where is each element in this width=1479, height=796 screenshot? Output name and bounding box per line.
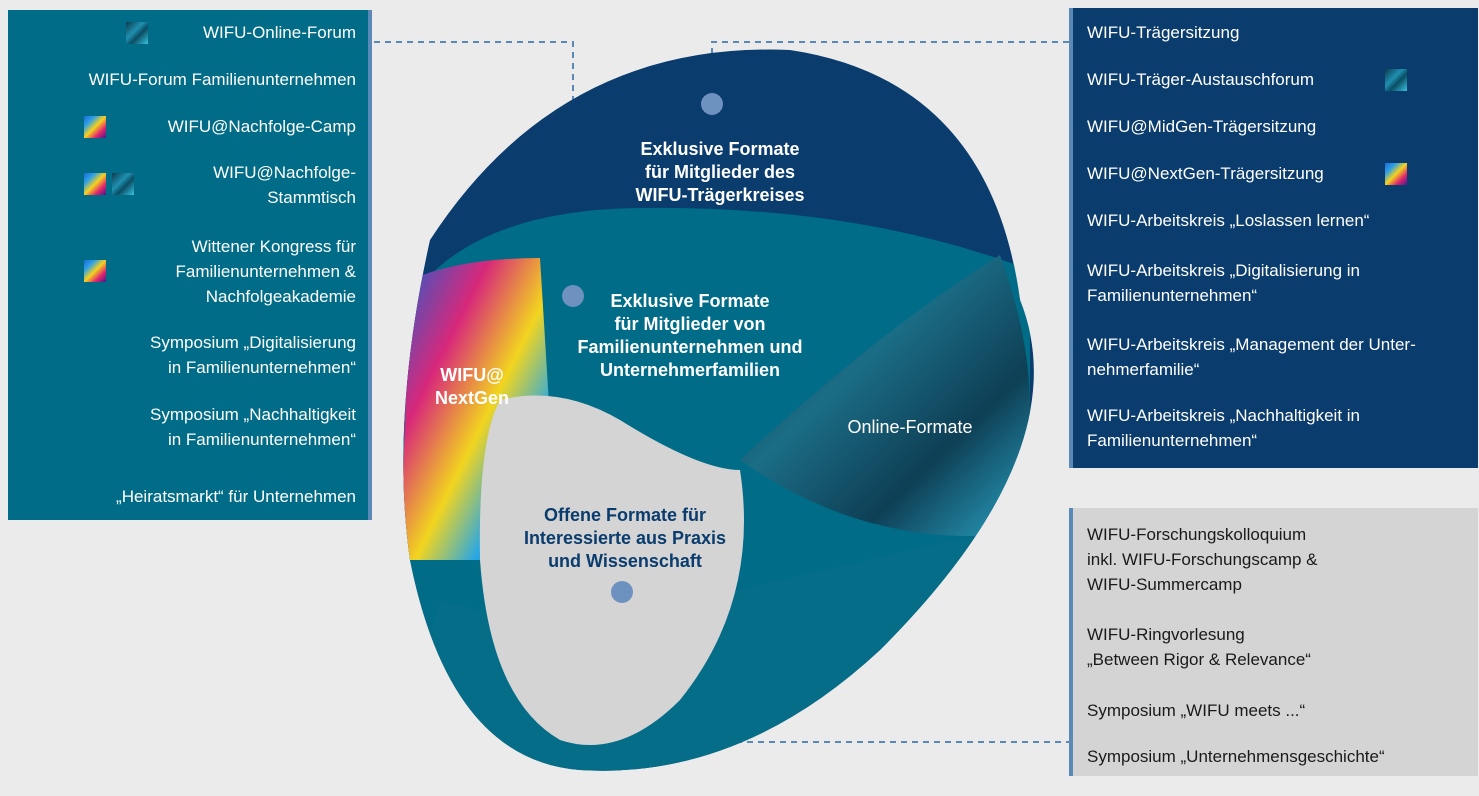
nextgen-format-icon: [84, 173, 106, 195]
outer-ring-label: Exklusive Formate für Mitglieder des WIF…: [635, 139, 805, 205]
grey-item-wifu-meets: Symposium „WIFU meets ...“: [1087, 701, 1306, 720]
nextgen-segment: [403, 258, 550, 560]
nextgen-format-icon: [84, 260, 106, 282]
nextgen-format-icon: [84, 116, 106, 138]
right-item-nachhaltigkeit: WIFU-Arbeitskreis „Nachhaltigkeit in Fam…: [1087, 406, 1361, 450]
right-item-digitalisierung: WIFU-Arbeitskreis „Digitalisierung in Fa…: [1087, 261, 1361, 305]
grey-panel: WIFU-Forschungskolloquium inkl. WIFU-For…: [1069, 508, 1478, 776]
left-item-heiratsmarkt: „Heiratsmarkt“ für Unternehmen: [116, 487, 356, 506]
grey-item-ringvorlesung: WIFU-Ringvorlesung „Between Rigor & Rele…: [1087, 625, 1311, 669]
grey-item-forschungskolloquium: WIFU-Forschungskolloquium inkl. WIFU-For…: [1087, 525, 1318, 594]
grey-item-unternehmensgeschichte: Symposium „Unternehmensgeschichte“: [1087, 747, 1385, 766]
left-panel: WIFU-Online-Forum WIFU-Forum Familienunt…: [8, 10, 372, 520]
open-segment: [479, 395, 744, 745]
online-segment: [740, 255, 1030, 537]
nextgen-label: WIFU@ NextGen: [434, 365, 510, 408]
left-item-symposium-digitalisierung: Symposium „Digitalisierung in Familienun…: [150, 333, 356, 377]
left-item-nachfolge-stammtisch: WIFU@Nachfolge- Stammtisch: [213, 163, 356, 207]
right-panel: WIFU-Trägersitzung WIFU-Träger-Austausch…: [1069, 8, 1478, 468]
marker-outer: [701, 93, 723, 115]
right-item-nextgen: WIFU@NextGen-Trägersitzung: [1087, 164, 1324, 183]
marker-open: [611, 581, 633, 603]
right-item-traegersitzung: WIFU-Trägersitzung: [1087, 23, 1240, 42]
left-item-forum-familienunternehmen: WIFU-Forum Familienunternehmen: [88, 70, 356, 89]
nextgen-format-icon: [1385, 163, 1407, 185]
left-item-nachfolge-camp: WIFU@Nachfolge-Camp: [167, 117, 356, 136]
marker-middle: [562, 285, 584, 307]
online-label: Online-Formate: [847, 417, 973, 437]
left-item-online-forum: WIFU-Online-Forum: [202, 23, 356, 42]
right-item-midgen: WIFU@MidGen-Trägersitzung: [1087, 117, 1317, 136]
middle-ring-label: Exklusive Formate für Mitglieder von Fam…: [577, 291, 803, 380]
right-item-loslassen: WIFU-Arbeitskreis „Loslassen lernen“: [1087, 211, 1370, 230]
online-format-icon: [126, 22, 148, 44]
left-item-wittener-kongress: Wittener Kongress für Familienunternehme…: [175, 237, 356, 306]
online-format-icon: [112, 173, 134, 195]
left-item-symposium-nachhaltigkeit: Symposium „Nachhaltigkeit in Familienunt…: [150, 405, 356, 449]
right-item-austauschforum: WIFU-Träger-Austauschforum: [1087, 70, 1315, 89]
right-item-management: WIFU-Arbeitskreis „Management der Unter-…: [1087, 335, 1416, 379]
open-formats-label: Offene Formate für Interessierte aus Pra…: [523, 505, 727, 571]
online-format-icon: [1385, 69, 1407, 91]
